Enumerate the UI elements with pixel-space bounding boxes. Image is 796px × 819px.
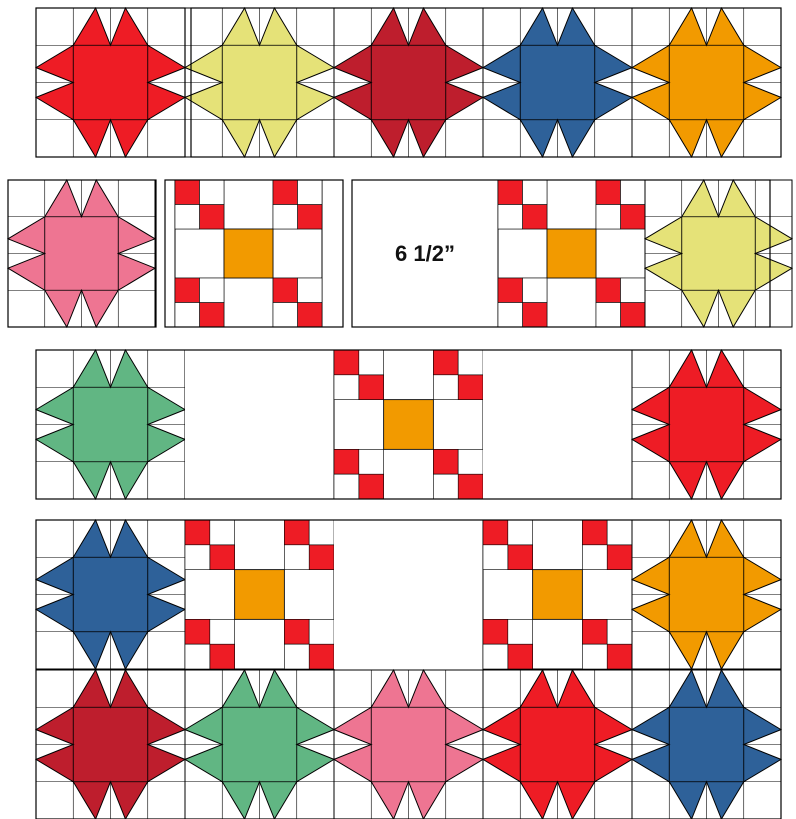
quilt-block-star	[185, 8, 334, 157]
quilt-block-star	[185, 670, 334, 819]
quilt-row-2: 6 1/2”	[8, 180, 792, 327]
quilt-row-4	[36, 520, 781, 669]
quilt-block-star	[334, 8, 483, 157]
quilt-block-nine-patch	[334, 350, 483, 499]
center-square	[235, 570, 285, 620]
quilt-block-star	[632, 670, 781, 819]
quilt-block-nine-patch	[175, 180, 322, 327]
quilt-block-star	[334, 670, 483, 819]
quilt-block-nine-patch	[483, 520, 632, 669]
quilt-block-star	[8, 180, 155, 327]
center-square	[533, 570, 583, 620]
quilt-block-star	[483, 8, 632, 157]
quilt-block-star	[483, 670, 632, 819]
center-square	[384, 400, 434, 450]
quilt-block-nine-patch	[498, 180, 645, 327]
quilt-block-plain	[185, 350, 334, 499]
quilt-block-star	[36, 520, 185, 669]
quilt-row-3	[36, 350, 781, 499]
quilt-row-1	[36, 8, 781, 157]
quilt-block-nine-patch	[185, 520, 334, 669]
quilt-block-star	[632, 8, 781, 157]
quilt-block-plain	[483, 350, 632, 499]
quilt-block-star	[632, 350, 781, 499]
quilt-block-star	[36, 670, 185, 819]
quilt-block-star	[632, 520, 781, 669]
measurement-label: 6 1/2”	[395, 241, 455, 266]
center-square	[224, 229, 273, 278]
quilt-block-plain	[334, 520, 483, 669]
quilt-block-plain: 6 1/2”	[352, 180, 498, 326]
quilt-row-5	[36, 670, 781, 819]
quilt-block-star	[36, 350, 185, 499]
quilt-block-star	[36, 8, 185, 157]
center-square	[547, 229, 596, 278]
